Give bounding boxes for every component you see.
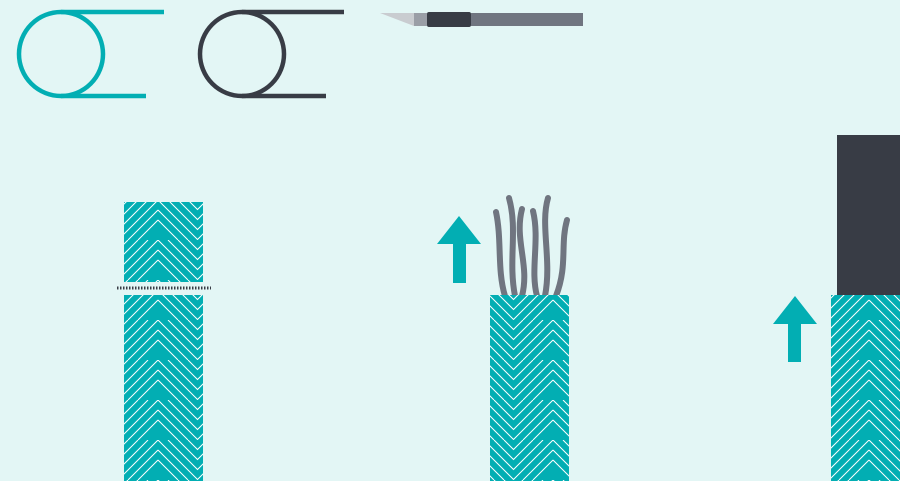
frayed-wires (496, 198, 567, 296)
sleeve (831, 295, 900, 481)
sleeve-upper-segment (124, 202, 203, 282)
dark-wire-loop-icon (200, 12, 344, 96)
teal-wire-loop-icon (19, 12, 164, 96)
step-pull-back-sleeve (437, 198, 569, 481)
sleeve-lower-segment (124, 295, 203, 481)
sleeve (490, 295, 569, 481)
heat-shrink-tube (837, 135, 900, 296)
step-cover-with-heat-shrink (773, 135, 900, 481)
up-arrow-icon (437, 216, 481, 283)
craft-knife-icon (380, 12, 583, 27)
up-arrow-icon (773, 296, 817, 362)
step-cut-sleeve (117, 202, 211, 481)
